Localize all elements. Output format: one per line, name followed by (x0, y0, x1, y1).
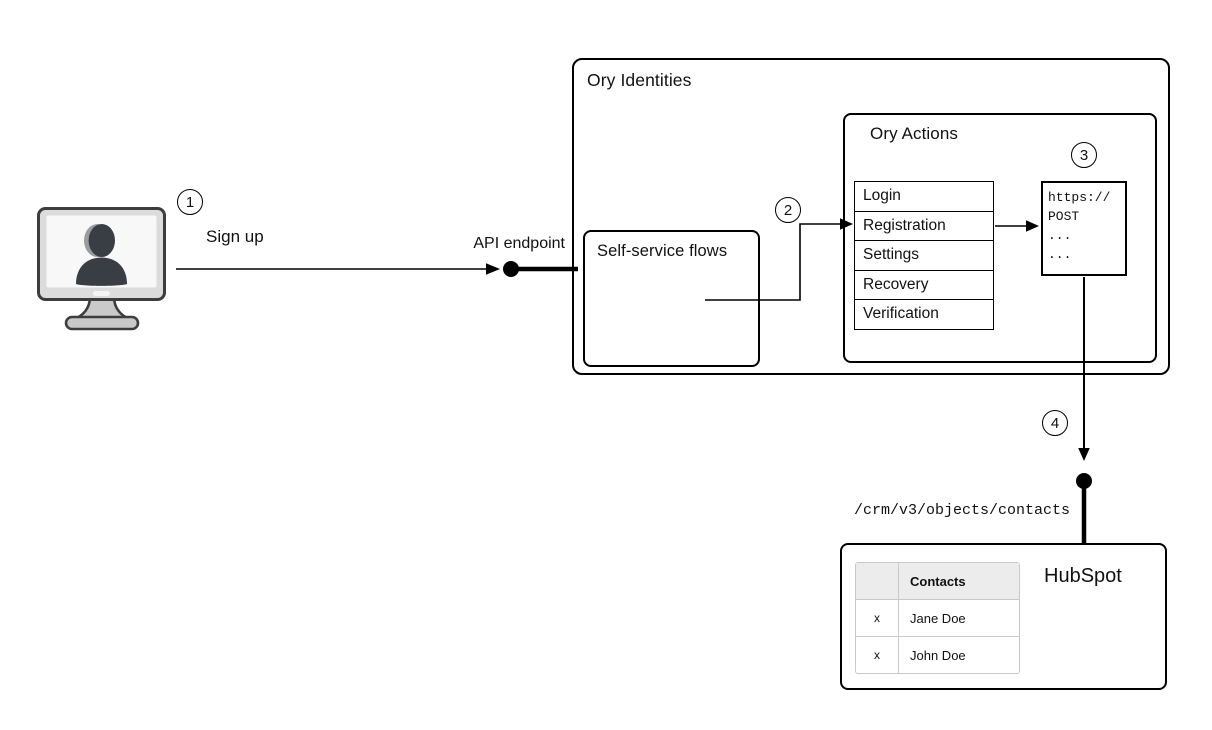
contacts-header-label: Contacts (898, 563, 1019, 599)
api-endpoint-label: API endpoint (473, 235, 565, 252)
user-monitor-icon (37, 207, 167, 331)
webhook-code-line: https:// (1048, 190, 1111, 205)
step-1-badge: 1 (177, 189, 203, 215)
contact-row-marker: x (874, 611, 880, 625)
contacts-table-header-row: Contacts (856, 563, 1019, 599)
contact-row-name: John Doe (898, 637, 1019, 673)
ory-identities-title: Ory Identities (587, 70, 692, 90)
webhook-code-line: POST (1048, 209, 1080, 224)
step-2-badge: 2 (775, 197, 801, 223)
table-row: x Jane Doe (856, 599, 1019, 636)
table-row: x John Doe (856, 636, 1019, 673)
monitor-slot (93, 291, 110, 296)
contacts-header-empty (856, 563, 898, 599)
contacts-table: Contacts x Jane Doe x John Doe (855, 562, 1020, 674)
flow-row-settings: Settings (855, 241, 993, 271)
person-silhouette-icon (76, 224, 127, 286)
step-4-badge: 4 (1042, 410, 1068, 436)
flow-list: Login Registration Settings Recovery Ver… (854, 181, 994, 330)
flow-row-verification: Verification (855, 300, 993, 329)
flow-row-registration: Registration (855, 211, 993, 241)
sign-up-label: Sign up (206, 227, 264, 246)
monitor-icon (37, 207, 166, 331)
step-4-number: 4 (1050, 414, 1060, 432)
api-endpoint-node (503, 261, 519, 277)
flow-row-recovery: Recovery (855, 270, 993, 300)
monitor-stand-base (64, 315, 140, 331)
hubspot-endpoint-node (1076, 473, 1092, 489)
ory-actions-title: Ory Actions (870, 124, 959, 143)
webhook-code-line: ... (1048, 247, 1072, 262)
step-3-badge: 3 (1071, 142, 1097, 168)
webhook-code-line: ... (1048, 228, 1072, 243)
step-2-number: 2 (783, 201, 793, 219)
outbound-arrowhead (1078, 448, 1090, 461)
self-service-flows-title: Self-service flows (597, 242, 728, 260)
self-service-flows-box: Self-service flows (583, 230, 760, 367)
step-3-number: 3 (1079, 146, 1089, 164)
flow-row-login: Login (855, 182, 993, 212)
sign-up-arrowhead (486, 263, 500, 275)
contact-row-marker: x (874, 648, 880, 662)
contact-row-name: Jane Doe (898, 600, 1019, 636)
step-1-number: 1 (185, 193, 195, 211)
hubspot-endpoint-label: /crm/v3/objects/contacts (853, 502, 1070, 519)
webhook-request-box: https:// POST ... ... (1041, 181, 1127, 276)
hubspot-title: HubSpot (1044, 565, 1122, 587)
